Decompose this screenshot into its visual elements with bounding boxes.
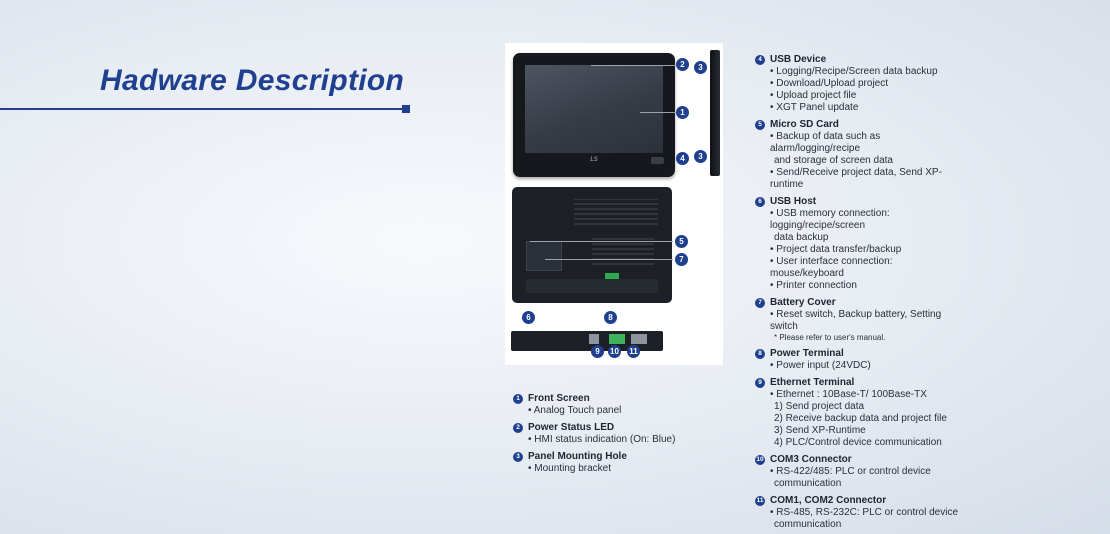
legend-entry: 9 Ethernet Terminal • Ethernet : 10Base-T… [755,377,965,449]
legend-front-items: 1 Front Screen • Analog Touch panel 2 Powe… [513,393,713,480]
legend-entry-title: COM1, COM2 Connector [770,495,887,506]
legend-entry-title: Battery Cover [770,297,836,308]
legend-number-badge: 1 [513,394,523,404]
title-underline-end-marker [402,105,410,113]
legend-entry-line: • Logging/Recipe/Screen data backup [770,66,938,77]
back-connector-strip [526,279,658,293]
page-title: Hadware Description [100,64,405,97]
legend-entry-title: Micro SD Card [770,119,839,130]
legend-entry-title: COM3 Connector [770,454,852,465]
legend-number-badge: 11 [755,496,765,506]
legend-entry-title: Ethernet Terminal [770,377,855,388]
figure-badge-9: 9 [591,345,604,358]
leader-line [591,65,676,66]
leader-line [530,241,673,242]
legend-entry: 1 Front Screen • Analog Touch panel [513,393,713,417]
legend-entry-line: • Power input (24VDC) [770,360,871,371]
legend-entry: 11 COM1, COM2 Connector • RS-485, RS-232C… [755,495,965,531]
legend-entry-line: • RS-485, RS-232C: PLC or control device [770,507,959,518]
legend-entry-note: * Please refer to user's manual. [774,333,886,342]
legend-entry-line: • User interface connection: mouse/keybo… [770,256,893,279]
legend-entry-line: • HMI status indication (On: Blue) [528,434,676,445]
legend-entry: 5 Micro SD Card • Backup of data such as … [755,119,965,191]
legend-entry-line: • RS-422/485: PLC or control device [770,466,931,477]
legend-entry-line: 1) Send project data [774,401,865,412]
com12-port-shape [631,334,647,344]
legend-back-items: 4 USB Device • Logging/Recipe/Screen data… [755,54,965,534]
legend-entry-line: • Backup of data such as alarm/logging/r… [770,131,881,154]
legend-number-badge: 2 [513,423,523,433]
figure-badge-1: 1 [676,106,689,119]
legend-entry-line: 4) PLC/Control device communication [774,437,942,448]
legend-entry: 3 Panel Mounting Hole • Mounting bracket [513,451,713,475]
legend-entry-line: • Analog Touch panel [528,405,622,416]
figure-badge-6: 6 [522,311,535,324]
legend-entry-line: and storage of screen data [774,155,893,166]
legend-number-badge: 9 [755,378,765,388]
figure-badge-4: 4 [676,152,689,165]
legend-entry-line: • Reset switch, Backup battery, Setting … [770,309,942,332]
legend-entry-line: • Mounting bracket [528,463,611,474]
legend-entry-line: • USB memory connection: logging/recipe/… [770,208,890,231]
legend-entry-line: • Send/Receive project data, Send XP-run… [770,167,942,190]
legend-entry-line: communication [774,519,842,530]
front-screen-display [525,65,663,153]
brand-logo: LS [590,157,598,163]
legend-entry-line: communication [774,478,842,489]
legend-entry-title: Front Screen [528,393,590,404]
figure-badge-5: 5 [675,235,688,248]
legend-entry-title: Power Status LED [528,422,615,433]
back-vent-grille-lower [592,235,654,265]
title-underline [0,108,405,110]
hmi-side-view [710,50,720,176]
back-vent-grille [574,199,658,225]
legend-number-badge: 6 [755,197,765,207]
legend-entry-line: • Project data transfer/backup [770,244,902,255]
legend-entry-line: 2) Receive backup data and project file [774,413,947,424]
figure-badge-8: 8 [604,311,617,324]
ethernet-port-shape [589,334,599,344]
legend-number-badge: 5 [755,120,765,130]
legend-number-badge: 4 [755,55,765,65]
figure-badge-10: 10 [608,345,621,358]
figure-badge-7: 7 [675,253,688,266]
legend-entry-line: data backup [774,232,829,243]
legend-entry: 8 Power Terminal • Power input (24VDC) [755,348,965,372]
legend-entry-line: • Ethernet : 10Base-T/ 100Base-TX [770,389,927,400]
legend-entry-title: USB Host [770,196,817,207]
hmi-front-view: LS [513,53,675,177]
usb-device-port-cover [651,157,664,164]
legend-entry-title: USB Device [770,54,827,65]
legend-number-badge: 10 [755,455,765,465]
legend-number-badge: 7 [755,298,765,308]
legend-entry: 7 Battery Cover • Reset switch, Backup ba… [755,297,965,343]
legend-entry-line: • Printer connection [770,280,857,291]
legend-number-badge: 8 [755,349,765,359]
figure-badge-2: 2 [676,58,689,71]
leader-line [545,259,673,260]
battery-cover-panel [526,241,562,271]
hmi-bottom-view [511,331,663,351]
legend-entry-line: • Upload project file [770,90,857,101]
legend-number-badge: 3 [513,452,523,462]
legend-entry-line: • XGT Panel update [770,102,859,113]
legend-entry-line: • Download/Upload project [770,78,889,89]
figure-badge-3-bottom: 3 [694,150,707,163]
com3-terminal-shape [609,334,625,344]
legend-entry: 4 USB Device • Logging/Recipe/Screen data… [755,54,965,114]
leader-line [640,112,676,113]
power-terminal-block [605,273,619,282]
legend-entry-title: Power Terminal [770,348,844,359]
legend-entry-title: Panel Mounting Hole [528,451,627,462]
legend-entry: 2 Power Status LED • HMI status indicatio… [513,422,713,446]
legend-entry: 10 COM3 Connector • RS-422/485: PLC or co… [755,454,965,490]
figure-badge-3-top: 3 [694,61,707,74]
figure-badge-11: 11 [627,345,640,358]
legend-entry: 6 USB Host • USB memory connection: loggi… [755,196,965,292]
legend-entry-line: 3) Send XP-Runtime [774,425,866,436]
hmi-back-view [512,187,672,303]
